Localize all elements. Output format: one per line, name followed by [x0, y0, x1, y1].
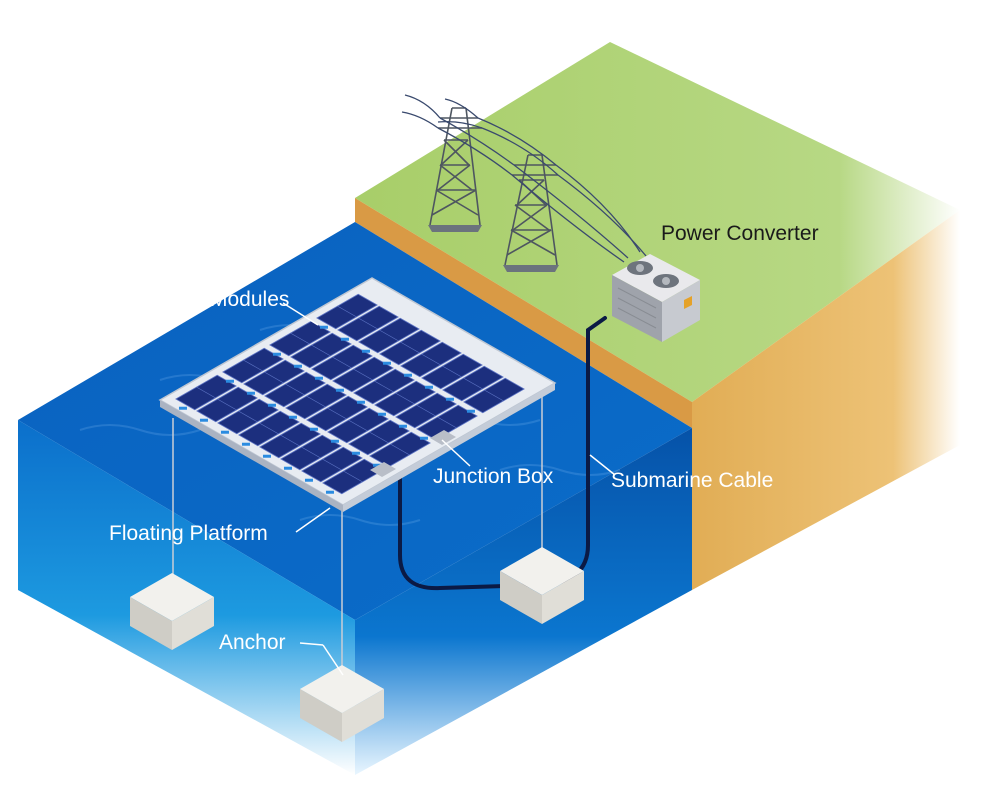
- panel-float: [304, 478, 313, 482]
- panel-cell-line: [484, 389, 504, 402]
- panel-float: [225, 379, 234, 383]
- panel-float: [351, 451, 360, 455]
- submarine-cable-label: Submarine Cable: [611, 469, 774, 492]
- panel-cell-line: [421, 353, 441, 366]
- anchor-block: [300, 665, 384, 742]
- soil-front-edge: [355, 198, 692, 428]
- panel-cell-line: [416, 404, 436, 417]
- panel-float: [372, 463, 381, 467]
- transmission-tower: [428, 107, 482, 232]
- panel-cell-line: [259, 422, 279, 435]
- panel-float: [267, 403, 276, 407]
- anchor-block: [130, 573, 214, 650]
- anchor-label: Anchor: [219, 631, 286, 654]
- panel-float: [424, 385, 433, 389]
- panel-float: [246, 391, 255, 395]
- panel-cell-line: [379, 329, 399, 342]
- panel-float: [178, 406, 187, 410]
- anchor-blocks: [130, 547, 584, 742]
- power-converter: [612, 254, 700, 342]
- panel-float: [356, 400, 365, 404]
- panel-cell-line: [238, 410, 258, 423]
- panel-cell-line: [243, 359, 263, 372]
- panel-float: [325, 490, 334, 494]
- panel-float: [330, 439, 339, 443]
- junction-box: [430, 430, 456, 445]
- panel-cell-line: [332, 356, 352, 369]
- panel-float: [241, 442, 250, 446]
- panel-float: [445, 397, 454, 401]
- panel-float: [309, 427, 318, 431]
- panel-cell-line: [264, 371, 284, 384]
- panel-cell-line: [463, 377, 483, 390]
- panel-float: [283, 466, 292, 470]
- panel-cell-line: [196, 386, 216, 399]
- mooring-lines: [172, 392, 543, 690]
- panel-float: [335, 388, 344, 392]
- panel-float: [262, 454, 271, 458]
- panel-cell-line: [343, 470, 363, 483]
- panel-cell-line: [280, 434, 300, 447]
- panel-float: [398, 424, 407, 428]
- panel-float: [293, 364, 302, 368]
- panel-float: [272, 352, 281, 356]
- panel-float: [340, 337, 349, 341]
- soil-side: [692, 210, 960, 590]
- panel-cell-line: [322, 458, 342, 471]
- transmission-tower: [503, 154, 559, 272]
- panel-float: [419, 436, 428, 440]
- panel-float: [382, 361, 391, 365]
- panel-cell-line: [337, 305, 357, 318]
- panel-cell-line: [442, 365, 462, 378]
- panel-cell-line: [311, 344, 331, 357]
- panel-cell-line: [395, 392, 415, 405]
- panel-cell-line: [369, 431, 389, 444]
- panel-float: [314, 376, 323, 380]
- panel-cell-line: [301, 446, 321, 459]
- panel-cell-line: [437, 416, 457, 429]
- panel-float: [361, 349, 370, 353]
- modules-label: Modules: [210, 288, 290, 311]
- panel-cell-line: [400, 341, 420, 354]
- leader-lines: [282, 302, 616, 676]
- panel-cell-line: [348, 419, 368, 432]
- panel-float: [319, 325, 328, 329]
- panel-cell-line: [217, 398, 237, 411]
- panel-float: [199, 418, 208, 422]
- panel-cell-line: [306, 395, 326, 408]
- panel-cell-line: [358, 317, 378, 330]
- panel-float: [377, 412, 386, 416]
- junction-box: [370, 462, 396, 477]
- panel-cell-line: [285, 383, 305, 396]
- panel-cell-line: [327, 407, 347, 420]
- power-lines: [401, 94, 647, 263]
- panel-cell-line: [390, 443, 410, 456]
- panel-cell-line: [353, 368, 373, 381]
- junction-boxes: [370, 430, 456, 477]
- junction-box-label: Junction Box: [433, 465, 554, 488]
- panel-float: [288, 415, 297, 419]
- anchor-block: [500, 547, 584, 624]
- panel-cell-line: [290, 332, 310, 345]
- panel-float: [466, 409, 475, 413]
- solar-panel-array: [175, 293, 525, 495]
- panel-float: [403, 373, 412, 377]
- panel-cell-line: [374, 380, 394, 393]
- panel-float: [220, 430, 229, 434]
- floating-platform-label: Floating Platform: [109, 522, 268, 545]
- power-converter-label: Power Converter: [661, 222, 819, 245]
